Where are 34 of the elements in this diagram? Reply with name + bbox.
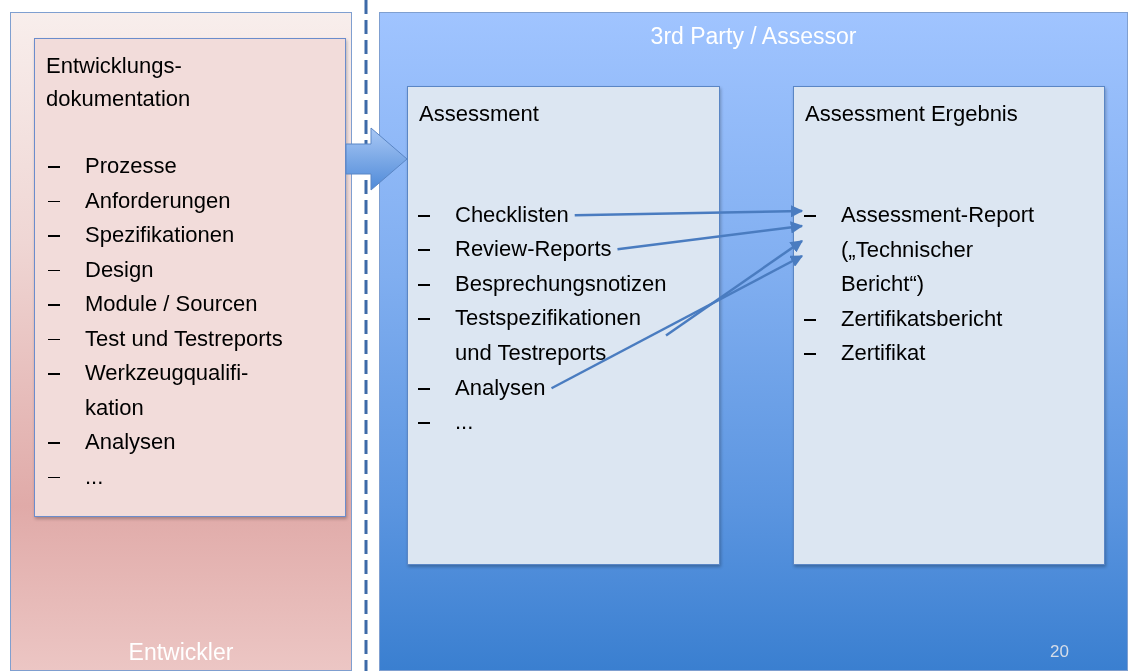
box-heading: Entwicklungs- dokumentation (46, 52, 192, 113)
lane-title: Entwickler (127, 639, 235, 666)
lane-title: 3rd Party / Assessor (649, 23, 858, 50)
box-heading: Assessment Ergebnis (805, 100, 1018, 128)
swimlane-band (10, 12, 352, 671)
arrow (550, 254, 804, 390)
list-item: Module / Sourcen (85, 290, 258, 318)
arrow (665, 239, 804, 337)
list-item: Werkzeugqualifi- kation (85, 359, 250, 422)
list-item: Analysen (85, 428, 176, 456)
list-item: Test und Testreports (85, 324, 283, 353)
list-item: Zertifikat (841, 339, 926, 367)
list-item: Assessment-Report („Technischer Bericht“) (841, 201, 1036, 298)
box-heading: Assessment (419, 100, 539, 128)
list-item: Review-Reports (455, 235, 612, 263)
list-item: Anforderungen (85, 186, 231, 215)
arrow (574, 204, 804, 218)
block-arrow (345, 127, 408, 191)
list-item: Prozesse (85, 152, 177, 180)
list-item: ... (455, 408, 474, 436)
list-item: ... (85, 462, 104, 491)
list-item: Testspezifikationen und Testreports (455, 304, 642, 367)
list-item: Spezifikationen (85, 221, 235, 249)
document-box (407, 86, 720, 565)
document-box (34, 38, 346, 517)
list-item: Besprechungsnotizen (455, 270, 667, 298)
list-item: Analysen (455, 374, 546, 402)
list-item: Design (85, 255, 154, 284)
arrow (617, 221, 804, 251)
document-box (793, 86, 1105, 565)
list-item: Zertifikatsbericht (841, 305, 1003, 333)
page-number: 20 (1050, 642, 1069, 662)
swimlane-band (379, 12, 1128, 671)
list-item: Checklisten (455, 201, 569, 229)
